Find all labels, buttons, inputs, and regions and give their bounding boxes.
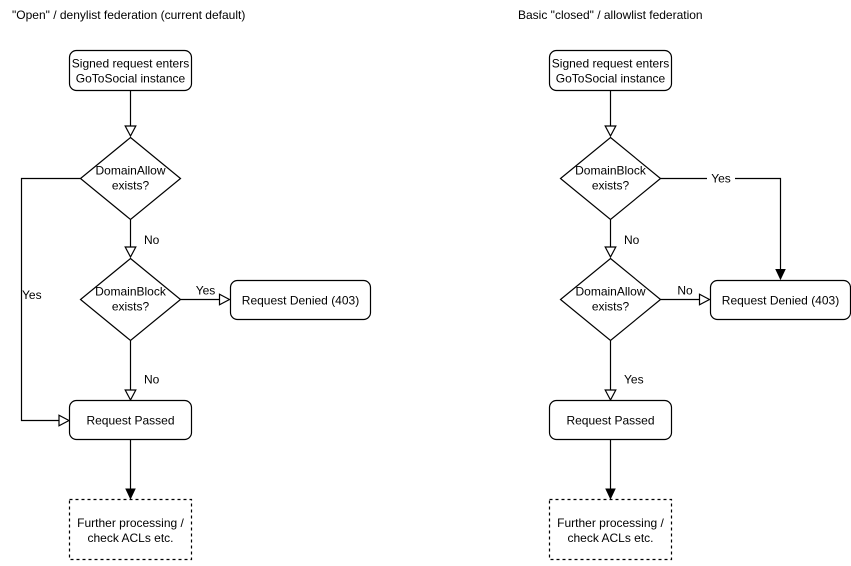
right-further-label-line1: Further processing /	[557, 516, 664, 530]
right-edge-decision1-yes-to-denied	[660, 177, 782, 270]
right-decision1-yes-label: Yes	[711, 172, 731, 186]
left-decision-domainblock	[79, 257, 182, 342]
left-further-label-line1: Further processing /	[77, 516, 184, 530]
right-decision2-label-line2: exists?	[592, 300, 630, 314]
left-decision1-no-label: No	[144, 233, 160, 247]
arrowhead-solid-icon	[775, 269, 786, 281]
right-passed-node	[548, 399, 673, 441]
right-decision2-label-line1: DomainAllow	[575, 285, 645, 299]
right-flowchart: Basic "closed" / allowlist federation Si…	[518, 8, 851, 561]
right-decision1-label-line2: exists?	[592, 179, 630, 193]
right-decision-domainallow	[559, 257, 662, 342]
left-start-label-line2: GoToSocial instance	[76, 72, 186, 86]
left-denied-label: Request Denied (403)	[242, 294, 359, 308]
arrowhead-solid-icon	[605, 488, 616, 500]
left-decision2-label-line2: exists?	[112, 300, 150, 314]
right-decision2-yes-label: Yes	[624, 373, 644, 387]
arrowhead-open-icon	[124, 246, 137, 259]
left-passed-label: Request Passed	[86, 414, 174, 428]
right-decision-domainblock	[559, 136, 662, 221]
left-start-label-line1: Signed request enters	[72, 57, 189, 71]
right-further-label-line2: check ACLs etc.	[567, 531, 653, 545]
left-decision-domainallow	[79, 136, 182, 221]
left-passed-node	[68, 399, 193, 441]
arrowhead-open-icon	[604, 246, 617, 259]
right-decision1-label-line1: DomainBlock	[575, 164, 647, 178]
left-decision1-label-line2: exists?	[112, 179, 150, 193]
left-decision2-yes-label: Yes	[196, 284, 216, 298]
right-decision2-no-label: No	[677, 284, 693, 298]
right-passed-label: Request Passed	[566, 414, 654, 428]
left-edge-decision1-yes-to-passed	[20, 177, 81, 422]
left-further-label-line2: check ACLs etc.	[87, 531, 173, 545]
right-decision1-no-label: No	[624, 233, 640, 247]
arrowhead-open-icon	[218, 293, 231, 306]
left-decision1-label-line1: DomainAllow	[95, 164, 165, 178]
arrowhead-open-icon	[124, 389, 137, 402]
right-further-node	[548, 498, 673, 561]
arrowhead-open-icon	[124, 125, 137, 138]
left-further-node	[68, 498, 193, 561]
arrowhead-solid-icon	[125, 488, 136, 500]
left-decision2-no-label: No	[144, 373, 160, 387]
arrowhead-open-icon	[604, 389, 617, 402]
arrowhead-open-icon	[604, 125, 617, 138]
left-flowchart: "Open" / denylist federation (current de…	[12, 8, 372, 561]
left-chart-title: "Open" / denylist federation (current de…	[12, 8, 245, 22]
left-decision1-yes-label: Yes	[22, 288, 42, 302]
arrowhead-open-icon	[698, 293, 711, 306]
right-start-label-line2: GoToSocial instance	[556, 72, 666, 86]
right-chart-title: Basic "closed" / allowlist federation	[518, 8, 703, 22]
right-start-label-line1: Signed request enters	[552, 57, 669, 71]
left-decision2-label-line1: DomainBlock	[95, 285, 167, 299]
right-denied-label: Request Denied (403)	[722, 294, 839, 308]
left-denied-node	[229, 279, 372, 321]
arrowhead-open-icon	[58, 414, 71, 427]
edge-label-bg	[707, 173, 735, 184]
